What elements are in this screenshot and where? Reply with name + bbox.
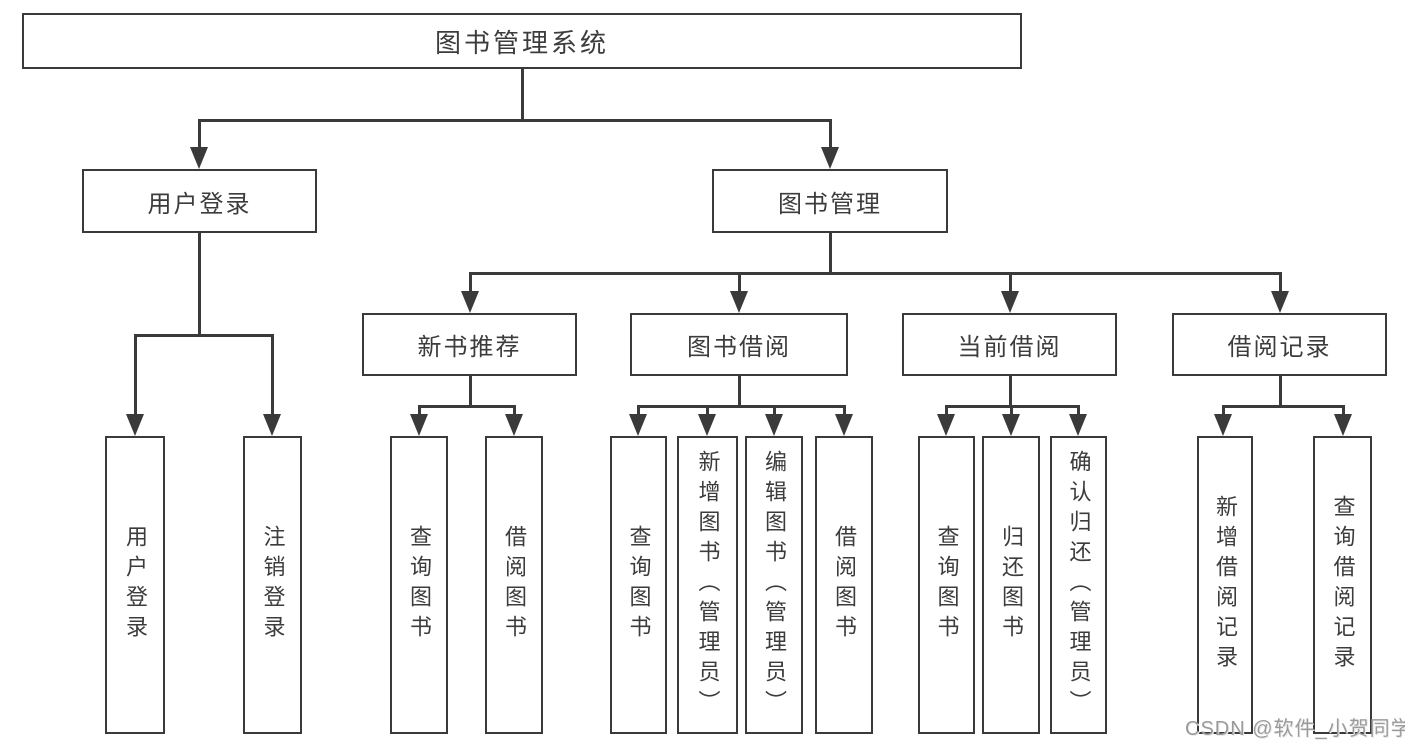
connector-arrowhead xyxy=(765,414,783,436)
node-label: 图书管理 xyxy=(778,190,882,218)
node-label: 用户登录 xyxy=(123,525,148,645)
connector-line xyxy=(1077,405,1080,416)
connector-line xyxy=(1342,405,1345,416)
node-book-management: 图书管理 xyxy=(712,169,948,233)
connector-line xyxy=(198,232,201,336)
connector-arrowhead xyxy=(1001,291,1019,313)
connector-line xyxy=(513,405,516,416)
connector-line xyxy=(829,119,832,149)
connector-line xyxy=(1010,405,1013,416)
connector-line xyxy=(945,405,948,416)
node-label: 查询借阅记录 xyxy=(1330,495,1356,675)
connector-arrowhead xyxy=(821,147,839,169)
node-book-borrowing: 图书借阅 xyxy=(630,313,848,376)
connector-line xyxy=(134,334,137,416)
connector-line xyxy=(198,119,201,149)
connector-arrowhead xyxy=(698,414,716,436)
connector-line xyxy=(521,69,524,122)
connector-line xyxy=(706,405,709,416)
node-label: 用户登录 xyxy=(147,190,252,218)
connector-line xyxy=(843,405,846,416)
leaf-logout: 注销登录 xyxy=(243,436,302,734)
node-label: 注销登录 xyxy=(260,525,286,645)
connector-line xyxy=(1009,272,1012,293)
connector-arrowhead xyxy=(505,414,523,436)
node-current-borrowing: 当前借阅 xyxy=(902,313,1117,376)
connector-line xyxy=(738,376,741,407)
connector-arrowhead xyxy=(126,414,144,436)
node-label: 归还图书 xyxy=(999,525,1024,645)
node-label: 新增借阅记录 xyxy=(1213,495,1238,675)
watermark: CSDN @软件_小贺同学 xyxy=(1185,718,1405,740)
node-user-login: 用户登录 xyxy=(82,169,317,233)
connector-line xyxy=(418,405,421,416)
connector-arrowhead xyxy=(263,414,281,436)
connector-line xyxy=(1279,375,1282,407)
connector-line xyxy=(418,405,516,408)
node-label: 借阅图书 xyxy=(502,525,527,645)
connector-arrowhead xyxy=(1002,414,1020,436)
node-label: 图书借阅 xyxy=(687,334,791,361)
connector-arrowhead xyxy=(835,414,853,436)
leaf-return-books: 归还图书 xyxy=(982,436,1040,734)
node-label: 查询图书 xyxy=(407,525,432,645)
connector-line xyxy=(1279,272,1282,293)
connector-arrowhead xyxy=(1271,291,1289,313)
node-label: 借阅记录 xyxy=(1227,334,1332,361)
leaf-query-borrow-record: 查询借阅记录 xyxy=(1313,436,1372,734)
leaf-recommend-query-books: 查询图书 xyxy=(390,436,448,734)
connector-line xyxy=(469,272,472,293)
leaf-current-query-books: 查询图书 xyxy=(918,436,975,734)
node-label: 借阅图书 xyxy=(832,525,857,645)
leaf-user-login: 用户登录 xyxy=(105,436,165,734)
connector-line xyxy=(637,405,846,408)
leaf-add-books-admin: 新增图书（管理员） xyxy=(677,436,738,734)
connector-line xyxy=(773,405,776,416)
connector-line xyxy=(1222,405,1345,408)
node-label: 当前借阅 xyxy=(957,334,1062,361)
leaf-add-borrow-record: 新增借阅记录 xyxy=(1197,436,1253,734)
connector-line xyxy=(1009,374,1012,407)
node-label: 编辑图书（管理员） xyxy=(762,450,787,720)
connector-line xyxy=(469,272,1282,275)
leaf-borrowing-query-books: 查询图书 xyxy=(610,436,667,734)
connector-arrowhead xyxy=(461,291,479,313)
node-library-management-system: 图书管理系统 xyxy=(22,13,1022,69)
connector-arrowhead xyxy=(1069,414,1087,436)
connector-line xyxy=(271,334,274,416)
node-label: 查询图书 xyxy=(626,525,652,645)
connector-arrowhead xyxy=(730,291,748,313)
node-label: 新书推荐 xyxy=(417,334,522,361)
connector-arrowhead xyxy=(190,147,208,169)
leaf-borrowing-borrow-books: 借阅图书 xyxy=(815,436,873,734)
node-label: 图书管理系统 xyxy=(434,27,609,58)
connector-arrowhead xyxy=(629,414,647,436)
connector-line xyxy=(469,376,472,407)
connector-line xyxy=(198,119,832,122)
connector-arrowhead xyxy=(937,414,955,436)
node-label: 确认归还（管理员） xyxy=(1066,450,1092,720)
connector-arrowhead xyxy=(1214,414,1232,436)
leaf-edit-books-admin: 编辑图书（管理员） xyxy=(745,436,803,734)
connector-line xyxy=(738,272,741,293)
node-new-book-recommendation: 新书推荐 xyxy=(362,313,577,376)
leaf-recommend-borrow-books: 借阅图书 xyxy=(485,436,543,734)
node-label: 查询图书 xyxy=(934,525,960,645)
connector-line xyxy=(134,334,274,337)
connector-line xyxy=(829,232,832,275)
node-label: 新增图书（管理员） xyxy=(695,450,721,720)
connector-arrowhead xyxy=(410,414,428,436)
connector-line xyxy=(1222,405,1225,416)
node-borrowing-records: 借阅记录 xyxy=(1172,313,1387,376)
leaf-confirm-return-admin: 确认归还（管理员） xyxy=(1050,436,1107,734)
connector-arrowhead xyxy=(1334,414,1352,436)
connector-line xyxy=(637,405,640,416)
